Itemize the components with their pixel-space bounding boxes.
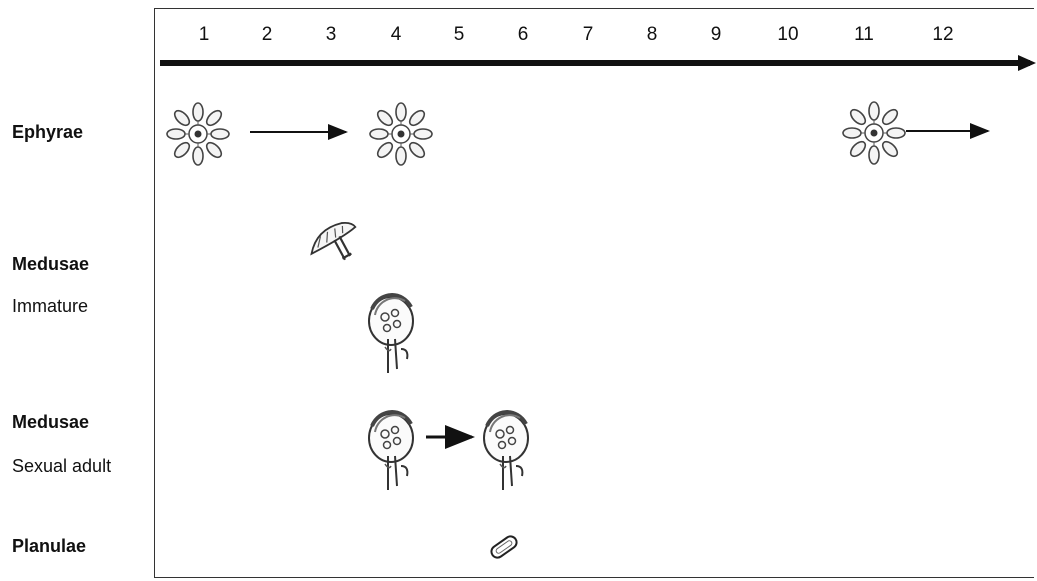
- medusa-icon: [367, 293, 415, 375]
- planula-icon: [490, 535, 518, 559]
- month-label: 9: [710, 24, 722, 45]
- row-sublabel-immature: Immature: [12, 296, 89, 316]
- month-label: 3: [325, 24, 337, 45]
- row-label-medusae-immature: Medusae: [12, 254, 90, 274]
- row-label-ephyrae: Ephyrae: [12, 122, 84, 142]
- diagram-frame: [154, 8, 1034, 578]
- ephyra-icon: [842, 101, 906, 165]
- row-label-planulae: Planulae: [12, 536, 87, 556]
- row-label-medusae-adult: Medusae: [12, 412, 90, 432]
- month-label: 2: [261, 24, 273, 45]
- month-label: 7: [582, 24, 594, 45]
- month-label: 8: [646, 24, 658, 45]
- timeline-arrow-head: [1018, 55, 1036, 71]
- month-label: 12: [932, 24, 954, 45]
- ephyra-icon: [369, 102, 433, 166]
- medusa-icon: [482, 410, 530, 492]
- month-label: 1: [198, 24, 210, 45]
- month-label: 4: [390, 24, 402, 45]
- ephyra-icon: [166, 102, 230, 166]
- month-label: 10: [777, 24, 799, 45]
- month-label: 5: [453, 24, 465, 45]
- row-sublabel-sexual-adult: Sexual adult: [12, 456, 112, 476]
- medusa-icon: [367, 410, 415, 492]
- month-label: 6: [517, 24, 529, 45]
- young-medusa-icon: [310, 221, 357, 261]
- month-label: 11: [854, 24, 874, 45]
